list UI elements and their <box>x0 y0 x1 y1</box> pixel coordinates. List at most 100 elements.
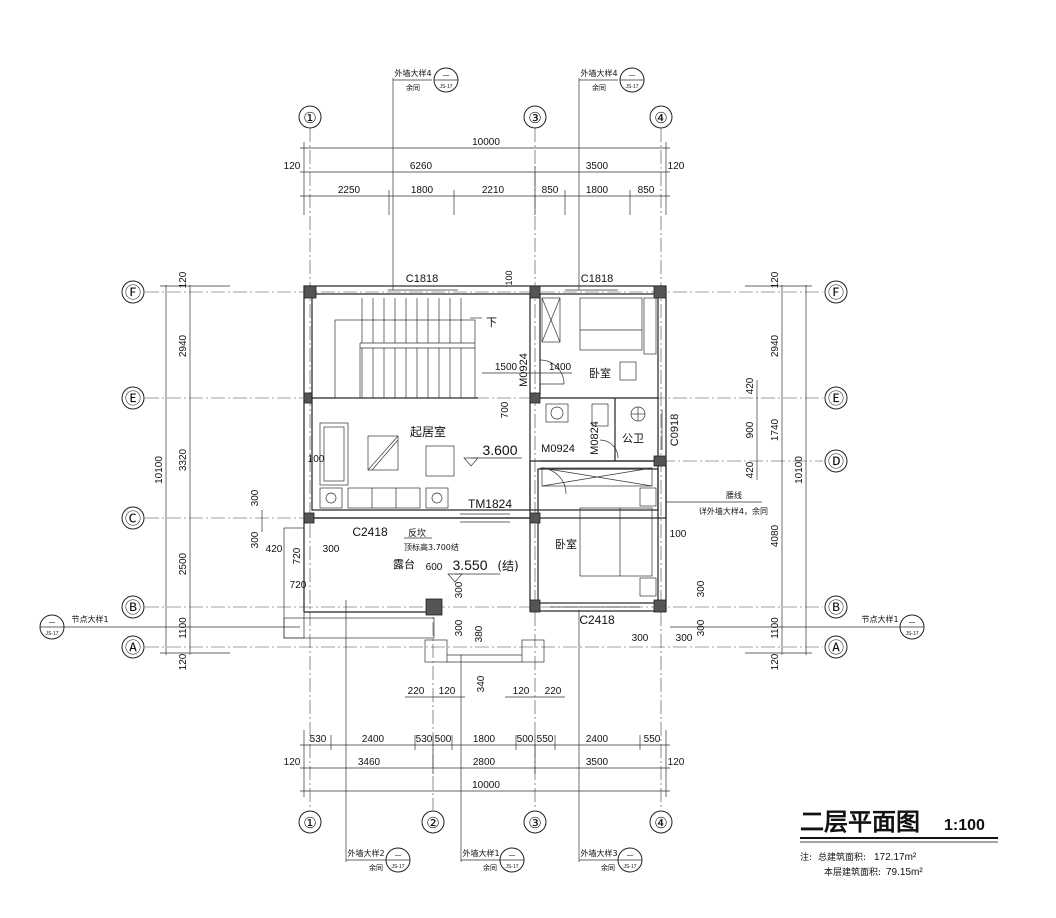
dim-small: 340 <box>476 675 487 692</box>
note-yaoxian-ref: 详外墙大样4，余同 <box>699 506 768 516</box>
grid-bubble-a-right: Ⓐ <box>824 635 848 659</box>
grid-bubble-f-right: Ⓕ <box>824 280 848 304</box>
grid-bubbles: ① ③ ④ ① ② ③ ④ Ⓕ Ⓔ Ⓒ Ⓑ Ⓐ Ⓕ Ⓔ Ⓓ Ⓑ Ⓐ <box>121 105 848 834</box>
bottom-dimensions: 530 2400 530 500 1800 500 550 2400 550 3… <box>284 675 685 797</box>
dim-right-seg: 120 <box>770 653 781 670</box>
dim-note: 720 <box>292 547 303 564</box>
note-floor-label: 本层建筑面积: <box>824 866 881 878</box>
note-fanba-level: 顶标高3.700结 <box>404 542 459 552</box>
window-c2418: C2418 <box>579 613 615 627</box>
detail-bubble-top: — <box>629 71 636 79</box>
detail-sub: 余同 <box>592 83 606 92</box>
level-terrace-suffix: (结) <box>497 559 518 573</box>
dim-bottom-edge: 120 <box>668 757 685 768</box>
grid-label: ③ <box>528 814 541 832</box>
detail-callouts: 外墙大样4 余同 — JS-17 外墙大样4 余同 — JS-17 节点大样1 … <box>39 67 925 873</box>
window-c1818: C1818 <box>581 273 613 285</box>
grid-label: Ⓔ <box>828 389 844 408</box>
note-fanba: 反坎 <box>408 527 426 539</box>
note-prefix: 注: <box>800 851 812 863</box>
grid-label: Ⓑ <box>125 598 141 617</box>
grid-label: Ⓕ <box>828 283 844 302</box>
dim-note: 100 <box>308 454 325 465</box>
bedroom-furniture <box>541 297 657 597</box>
dim-note: 720 <box>290 580 307 591</box>
terrace <box>283 518 545 663</box>
title-block: 二层平面图 1:100 注: 总建筑面积: 172.17m² 本层建筑面积: 7… <box>800 808 998 878</box>
detail-sub: 余同 <box>601 863 615 872</box>
detail-bubble-top: — <box>443 71 450 79</box>
dim-bottom-detail: 530 <box>416 734 433 745</box>
level-terrace: 3.550 <box>452 557 487 573</box>
dim-right-seg: 120 <box>770 271 781 288</box>
grid-label: ① <box>303 109 316 127</box>
dim-right-inner: 420 <box>745 377 756 394</box>
detail-bubble-top: — <box>395 851 402 859</box>
note-yaoxian: 腰线 <box>726 490 742 500</box>
dim-note: 600 <box>426 562 443 573</box>
window-c2418: C2418 <box>352 525 388 539</box>
room-bedroom-top: 卧室 <box>589 366 611 380</box>
note-floor-value: 79.15m² <box>886 867 923 878</box>
dim-note: 1400 <box>549 362 572 373</box>
grid-bubble-b-right: Ⓑ <box>824 595 848 619</box>
detail-bubble-top: — <box>509 851 516 859</box>
grid-label: ② <box>426 814 439 832</box>
detail-sub: 余同 <box>369 863 383 872</box>
detail-bubble-bottom: JS-17 <box>905 631 918 637</box>
dim-bottom-total: 10000 <box>472 780 500 791</box>
grid-bubble-2-bottom: ② <box>421 810 445 834</box>
detail-bubble-bottom: JS-17 <box>625 84 638 90</box>
dim-left-seg: 120 <box>178 271 189 288</box>
detail-label: 外墙大样2 <box>347 848 384 858</box>
room-bedroom-bottom: 卧室 <box>555 537 577 551</box>
note-total-value: 172.17m² <box>874 852 917 863</box>
grid-bubble-4-top: ④ <box>649 105 673 129</box>
dim-top-total: 10000 <box>472 137 500 148</box>
door-m0924: M0924 <box>541 443 575 455</box>
dim-small: 120 <box>513 686 530 697</box>
dim-note: 300 <box>454 619 465 636</box>
detail-bubble-bottom: JS-17 <box>623 864 636 870</box>
detail-bubble-bottom: JS-17 <box>439 84 452 90</box>
dim-bottom-detail: 2400 <box>586 734 609 745</box>
stair: 下 <box>334 298 497 399</box>
dim-small: 120 <box>439 686 456 697</box>
dim-note: 300 <box>250 489 261 506</box>
dim-right-inner: 300 <box>696 580 707 597</box>
drawing-title: 二层平面图 <box>800 808 920 836</box>
dim-bottom-seg: 3460 <box>358 757 381 768</box>
detail-label: 外墙大样4 <box>394 68 431 78</box>
dim-note: 380 <box>474 625 485 642</box>
grid-bubble-3-bottom: ③ <box>523 810 547 834</box>
dim-note: 100 <box>670 529 687 540</box>
dim-top-seg: 6260 <box>410 161 433 172</box>
door-m0824: M0824 <box>589 421 601 455</box>
stair-down-label: 下 <box>486 316 497 329</box>
grid-label: Ⓔ <box>125 389 141 408</box>
dim-top-detail: 850 <box>542 185 559 196</box>
detail-callout-bottom-2: 外墙大样1 余同 — JS-17 <box>460 655 525 873</box>
dim-bottom-detail: 550 <box>644 734 661 745</box>
dim-bottom-detail: 550 <box>537 734 554 745</box>
detail-sub: 余同 <box>483 863 497 872</box>
dim-note: 300 <box>676 633 693 644</box>
dim-bottom-detail: 1800 <box>473 734 496 745</box>
window-c1818: C1818 <box>406 273 438 285</box>
dim-bottom-detail: 530 <box>310 734 327 745</box>
grid-label: Ⓐ <box>828 638 844 657</box>
grid-label: ④ <box>654 109 667 127</box>
dim-left-seg: 3320 <box>178 448 189 471</box>
room-labels: 起居室 卧室 卧室 公卫 露台 <box>393 366 644 571</box>
dim-left-seg: 120 <box>178 653 189 670</box>
grid-bubble-b-left: Ⓑ <box>121 595 145 619</box>
detail-callout-top-right: 外墙大样4 余同 — JS-17 <box>578 67 645 290</box>
living-furniture <box>319 422 455 509</box>
room-wc: 公卫 <box>622 432 644 445</box>
annotations: 反坎 顶标高3.700结 腰线 详外墙大样4，余同 100 100 100 15… <box>250 270 768 644</box>
grid-bubble-d-right: Ⓓ <box>824 449 848 473</box>
grid-bubble-c-left: Ⓒ <box>121 506 145 530</box>
grid-bubble-3-top: ③ <box>523 105 547 129</box>
dim-bottom-seg: 2800 <box>473 757 496 768</box>
grid-label: Ⓓ <box>828 452 844 471</box>
